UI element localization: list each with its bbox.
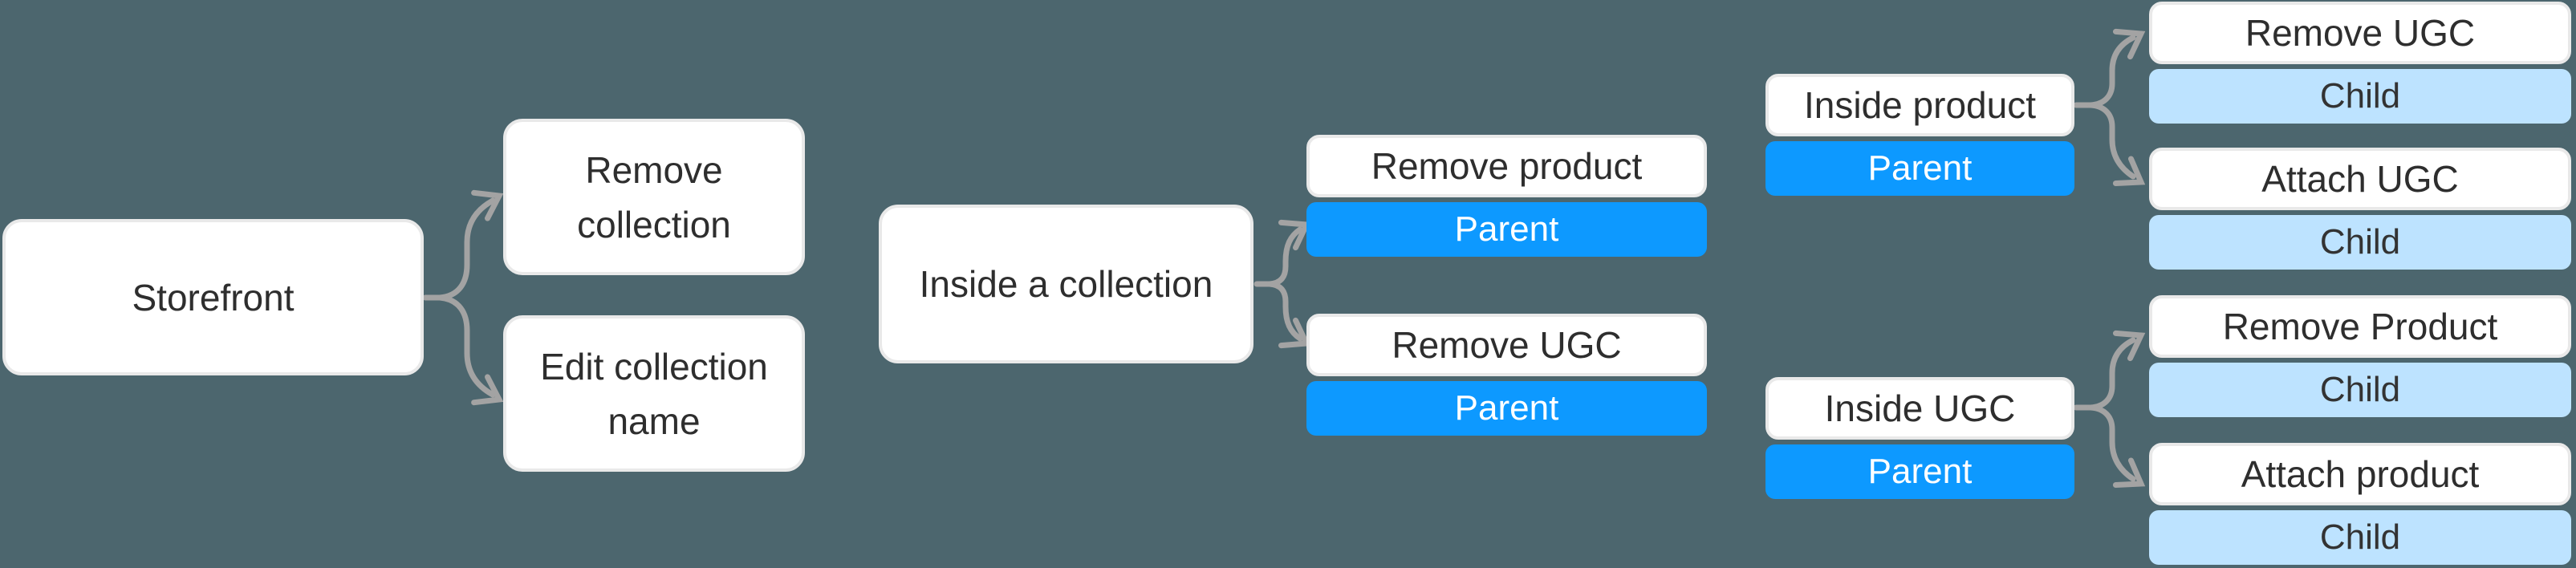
node-remove-product[interactable]: Remove product Parent bbox=[1306, 135, 1707, 257]
node-remove-product-child-title: Remove Product bbox=[2149, 295, 2571, 358]
parent-badge-label: Parent bbox=[1454, 388, 1559, 428]
child-badge: Child bbox=[2149, 215, 2571, 270]
arrowhead-icon bbox=[2112, 156, 2146, 186]
child-badge: Child bbox=[2149, 69, 2571, 124]
node-inside-ugc-label: Inside UGC bbox=[1824, 387, 2016, 429]
node-remove-ugc-child[interactable]: Remove UGC Child bbox=[2149, 2, 2571, 124]
parent-badge: Parent bbox=[1306, 381, 1707, 436]
node-remove-ugc-parent[interactable]: Remove UGC Parent bbox=[1306, 314, 1707, 436]
child-badge: Child bbox=[2149, 363, 2571, 417]
node-remove-collection-label: Remove collection bbox=[577, 148, 731, 245]
child-badge: Child bbox=[2149, 510, 2571, 565]
node-remove-ugc-child-label: Remove UGC bbox=[2245, 12, 2476, 54]
node-remove-product-title: Remove product bbox=[1306, 135, 1707, 197]
child-badge-label: Child bbox=[2319, 76, 2401, 116]
parent-badge: Parent bbox=[1765, 444, 2074, 499]
connector-inside-a-collection bbox=[1253, 219, 1311, 349]
arrowhead-icon bbox=[471, 374, 504, 406]
node-remove-product-child[interactable]: Remove Product Child bbox=[2149, 295, 2571, 417]
arrowhead-icon bbox=[471, 189, 504, 221]
child-badge-label: Child bbox=[2319, 222, 2401, 262]
connector-inside-product bbox=[2073, 28, 2146, 186]
node-attach-product-child-title: Attach product bbox=[2149, 443, 2571, 505]
child-badge-label: Child bbox=[2319, 370, 2401, 409]
node-inside-product[interactable]: Inside product Parent bbox=[1765, 74, 2074, 196]
parent-badge: Parent bbox=[1306, 202, 1707, 257]
node-storefront[interactable]: Storefront bbox=[2, 219, 424, 375]
node-remove-ugc-parent-label: Remove UGC bbox=[1392, 324, 1622, 366]
node-inside-product-title: Inside product bbox=[1765, 74, 2074, 136]
node-attach-product-child[interactable]: Attach product Child bbox=[2149, 443, 2571, 565]
node-edit-collection-name[interactable]: Edit collection name bbox=[503, 315, 805, 472]
node-remove-product-label: Remove product bbox=[1371, 145, 1643, 187]
node-inside-a-collection[interactable]: Inside a collection bbox=[879, 205, 1253, 363]
node-remove-ugc-parent-title: Remove UGC bbox=[1306, 314, 1707, 376]
child-badge-label: Child bbox=[2319, 517, 2401, 557]
connector-storefront bbox=[422, 189, 504, 406]
connector-inside-ugc bbox=[2073, 330, 2146, 488]
node-attach-product-child-label: Attach product bbox=[2241, 453, 2480, 495]
node-inside-ugc[interactable]: Inside UGC Parent bbox=[1765, 377, 2074, 499]
node-attach-ugc-child-title: Attach UGC bbox=[2149, 148, 2571, 210]
node-storefront-label: Storefront bbox=[132, 276, 295, 318]
node-attach-ugc-child-label: Attach UGC bbox=[2261, 158, 2459, 200]
parent-badge-label: Parent bbox=[1867, 148, 1973, 188]
node-attach-ugc-child[interactable]: Attach UGC Child bbox=[2149, 148, 2571, 270]
node-edit-collection-name-label: Edit collection name bbox=[540, 345, 768, 442]
node-remove-product-child-label: Remove Product bbox=[2222, 306, 2498, 347]
node-inside-ugc-title: Inside UGC bbox=[1765, 377, 2074, 440]
node-remove-collection[interactable]: Remove collection bbox=[503, 119, 805, 275]
parent-badge: Parent bbox=[1765, 141, 2074, 196]
node-inside-product-label: Inside product bbox=[1804, 84, 2036, 126]
arrowhead-icon bbox=[2112, 457, 2146, 488]
parent-badge-label: Parent bbox=[1867, 452, 1973, 491]
node-inside-a-collection-label: Inside a collection bbox=[919, 263, 1213, 305]
parent-badge-label: Parent bbox=[1454, 209, 1559, 249]
arrowhead-icon bbox=[2112, 28, 2146, 60]
arrowhead-icon bbox=[2112, 330, 2146, 362]
node-remove-ugc-child-title: Remove UGC bbox=[2149, 2, 2571, 64]
